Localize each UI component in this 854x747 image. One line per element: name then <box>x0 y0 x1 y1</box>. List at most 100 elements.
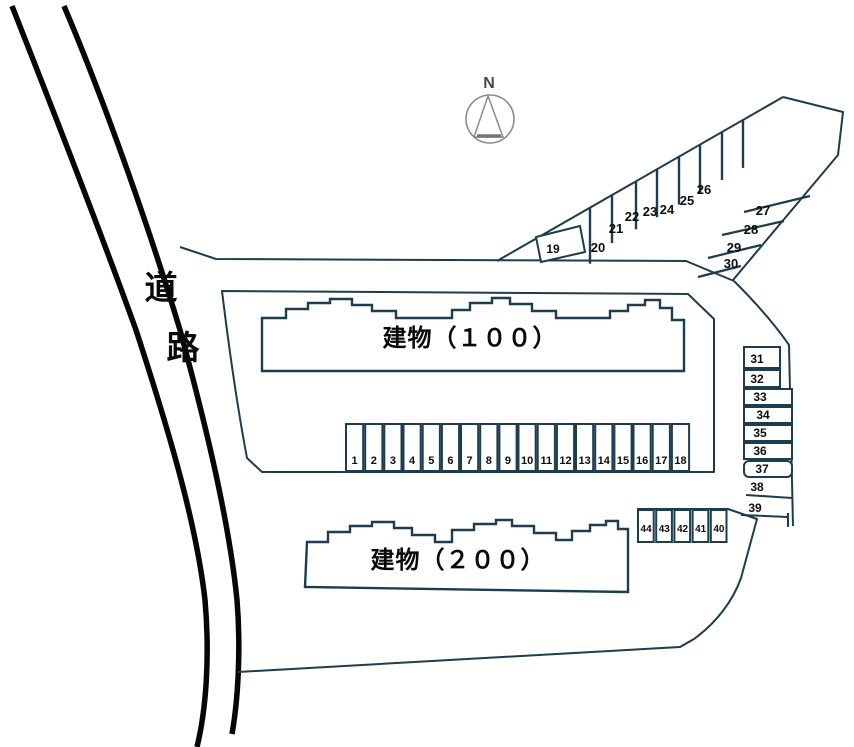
boundary-top-right-cap <box>732 96 844 281</box>
parking-row-lower: 44 43 42 41 40 <box>637 509 728 543</box>
parking-stall-number-39: 39 <box>748 501 762 515</box>
parking-stall-14 <box>594 423 614 472</box>
building-100-label: 建物（１００） <box>383 325 558 352</box>
parking-stall-17 <box>651 423 671 472</box>
parking-stall-number-44: 44 <box>641 524 653 535</box>
parking-stall-divider <box>707 243 762 260</box>
parking-stall-divider <box>721 219 785 237</box>
parking-stall-18 <box>670 423 691 472</box>
parking-stall-34 <box>743 406 793 424</box>
parking-stall-number-35: 35 <box>753 426 767 440</box>
parking-stall-number-30: 30 <box>724 256 738 271</box>
boundary-top-line <box>179 246 735 282</box>
parking-stall-number-21: 21 <box>609 221 623 236</box>
road-label-char-2: 路 <box>167 329 201 366</box>
parking-stall-number-12: 12 <box>559 455 571 467</box>
parking-stall-41 <box>691 509 710 543</box>
parking-stall-number-37: 37 <box>755 462 769 476</box>
parking-stall-divider <box>745 494 793 499</box>
parking-stall-number-8: 8 <box>486 455 492 467</box>
building-200-label: 建物（２００） <box>371 547 546 574</box>
building-100: 建物（１００） <box>260 296 686 373</box>
compass-north-label: N <box>483 75 495 92</box>
road-label-char-1: 道 <box>145 269 178 306</box>
parking-stall-1 <box>345 423 365 472</box>
parking-stall-number-22: 22 <box>625 209 639 224</box>
parking-stall-8 <box>479 423 499 472</box>
compass: N <box>465 75 515 144</box>
parking-stall-divider <box>740 514 789 518</box>
parking-stall-6 <box>440 423 461 472</box>
parking-stall-number-17: 17 <box>655 455 667 467</box>
road-inner-line <box>61 4 242 735</box>
parking-stall-number-33: 33 <box>753 390 767 404</box>
building-100-outline <box>260 296 686 373</box>
parking-stall-number-42: 42 <box>677 524 689 535</box>
parking-stall-number-28: 28 <box>744 222 758 237</box>
boundary-bottom-right-and-bottom <box>237 508 758 673</box>
parking-stall-3 <box>383 423 403 472</box>
parking-stall-number-9: 9 <box>505 455 511 467</box>
parking-stall-43 <box>655 509 673 543</box>
parking-stall-number-16: 16 <box>636 455 648 467</box>
parking-stall-number-41: 41 <box>695 524 707 535</box>
parking-stall-number-38: 38 <box>750 480 764 494</box>
parking-stall-number-20: 20 <box>591 240 605 255</box>
compass-circle <box>465 94 515 144</box>
parking-stall-5 <box>421 423 441 472</box>
parking-stall-number-6: 6 <box>447 455 453 467</box>
parking-stall-number-14: 14 <box>598 455 611 467</box>
parking-stall-number-24: 24 <box>660 202 675 217</box>
parking-stall-9 <box>498 423 518 472</box>
parking-stall-number-40: 40 <box>713 524 725 535</box>
parking-stall-31 <box>743 346 781 369</box>
parking-stall-7 <box>460 423 480 472</box>
parking-stall-number-11: 11 <box>540 455 552 467</box>
parking-stall-15 <box>613 423 633 472</box>
parking-stall-number-19: 19 <box>546 242 560 256</box>
parking-stall-number-23: 23 <box>643 204 657 219</box>
parking-stall-number-15: 15 <box>617 455 629 467</box>
parking-stall-number-31: 31 <box>750 352 764 366</box>
parking-stall-number-43: 43 <box>659 524 671 535</box>
parking-stall-10 <box>517 423 537 472</box>
parking-stall-4 <box>402 423 422 472</box>
parking-stall-number-5: 5 <box>428 455 434 467</box>
parking-stall-number-25: 25 <box>680 193 694 208</box>
parking-stall-number-34: 34 <box>756 408 770 422</box>
parking-stall-number-18: 18 <box>674 455 686 467</box>
boundary-right-descent <box>733 280 794 527</box>
parking-stall-divider <box>743 194 811 214</box>
parking-stall-16 <box>632 423 652 472</box>
parking-stall-number-27: 27 <box>756 203 770 218</box>
parking-stall-number-7: 7 <box>467 455 473 467</box>
parking-stall-19 <box>534 224 587 264</box>
parking-stall-number-2: 2 <box>371 455 377 467</box>
building-200: 建物（２００） <box>303 518 630 594</box>
parking-stall-number-29: 29 <box>727 240 741 255</box>
parking-stall-number-36: 36 <box>753 444 767 458</box>
parking-stall-number-32: 32 <box>750 372 764 386</box>
parking-stall-2 <box>364 423 384 472</box>
parking-stall-33 <box>743 388 793 406</box>
parking-stall-number-3: 3 <box>390 455 396 467</box>
road: 道 路 <box>9 4 242 747</box>
parking-stall-32 <box>743 369 781 388</box>
building-200-outline <box>303 518 630 594</box>
parking-stall-11 <box>536 423 556 472</box>
parking-stall-divider <box>697 264 742 279</box>
road-outer-line <box>9 4 210 747</box>
parking-stall-number-26: 26 <box>697 182 711 197</box>
parking-stall-44 <box>637 509 655 543</box>
parking-stall-42 <box>673 509 692 543</box>
parking-stall-35 <box>743 424 793 442</box>
parking-stall-number-10: 10 <box>521 455 533 467</box>
parking-stall-number-4: 4 <box>409 455 416 467</box>
compass-needle-icon <box>472 93 505 138</box>
parking-stall-number-13: 13 <box>578 455 590 467</box>
